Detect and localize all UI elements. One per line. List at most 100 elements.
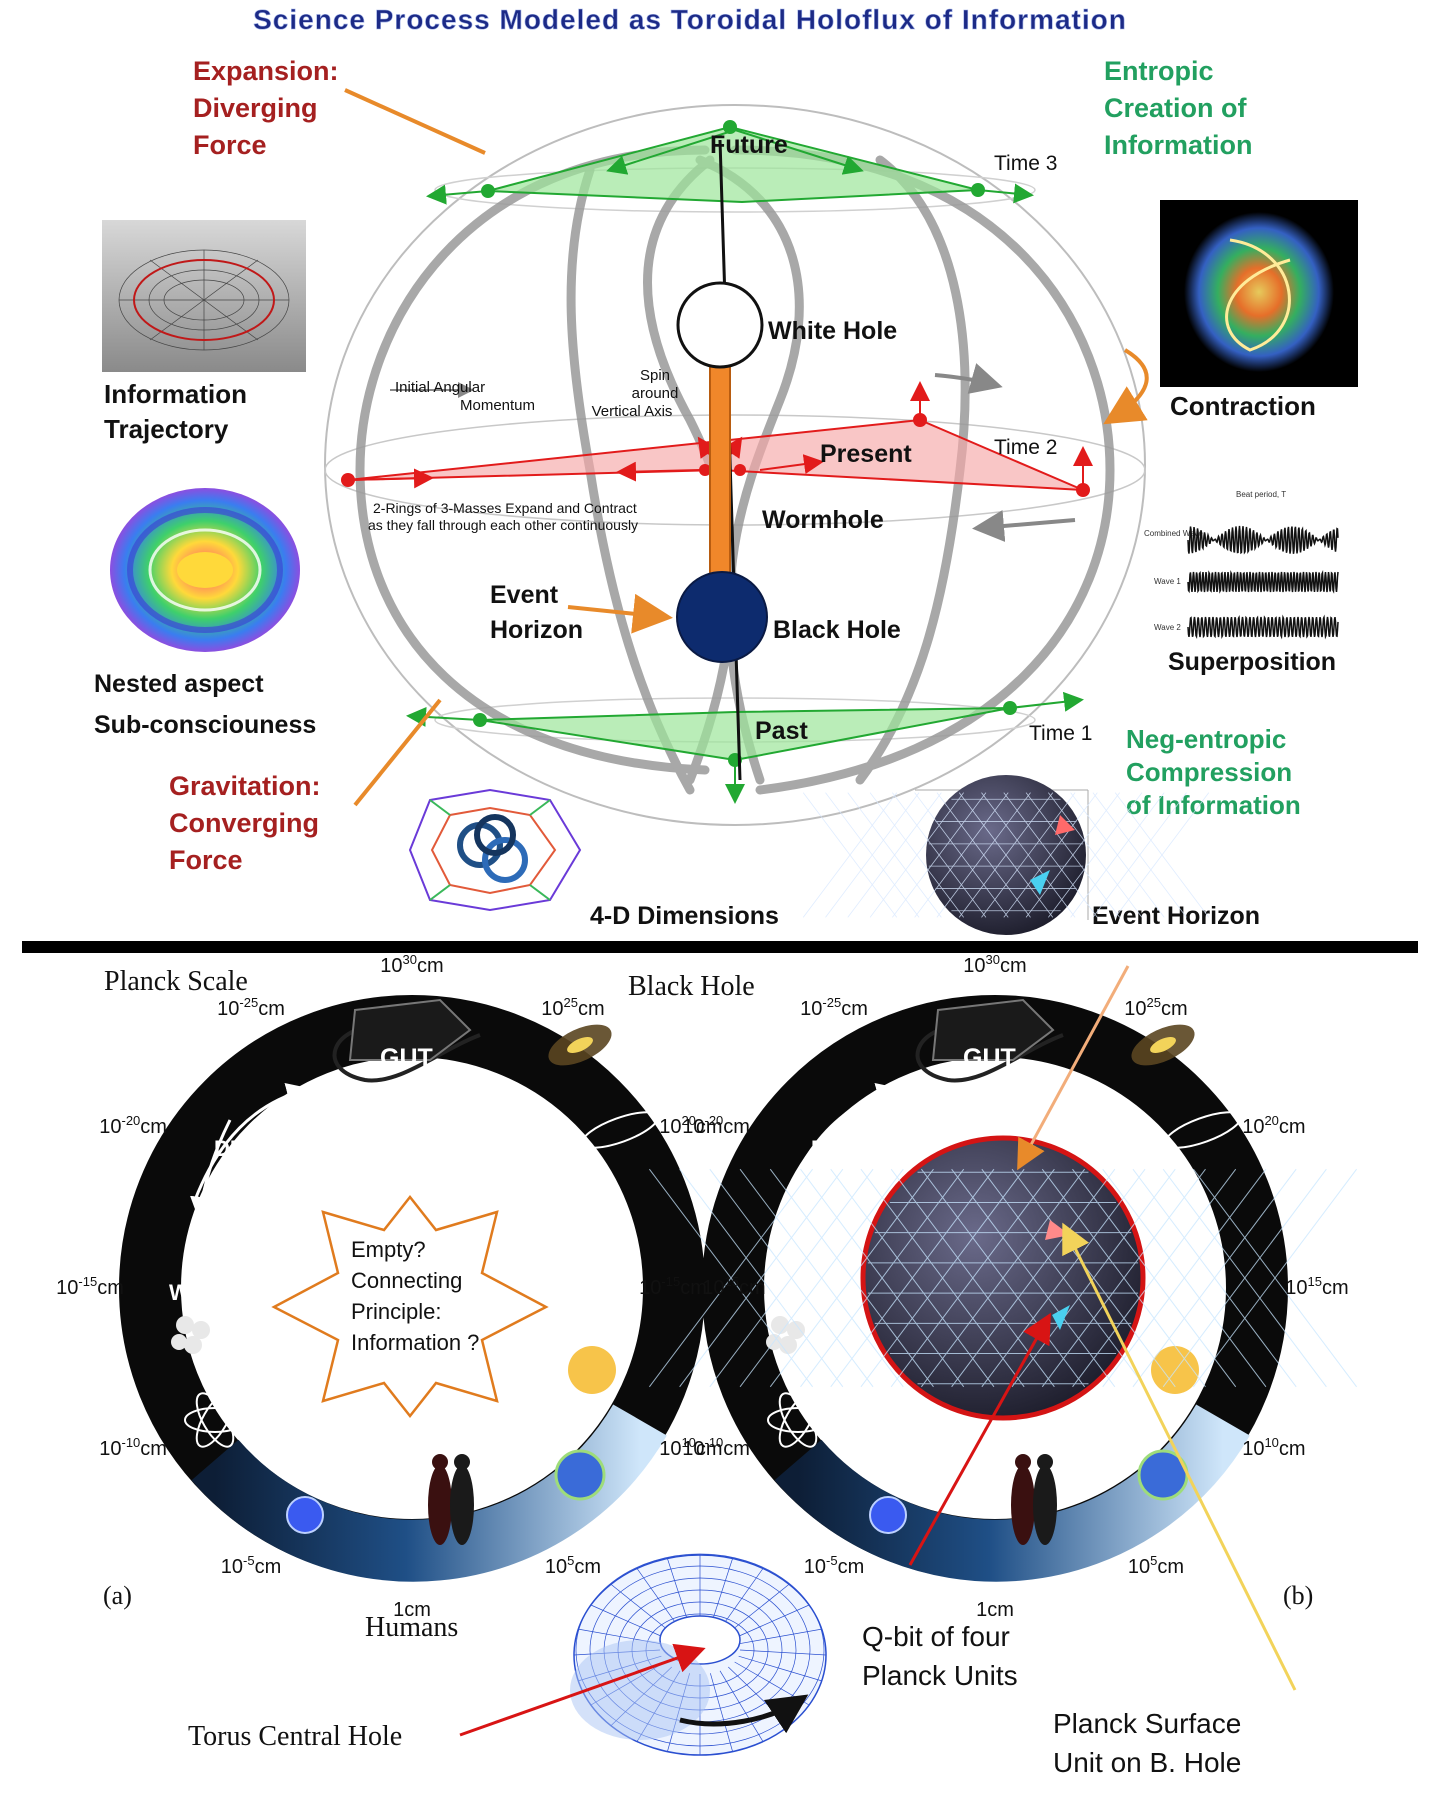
- torus-grid-spoke: [734, 1604, 810, 1639]
- gut-label-a: GUT: [380, 1044, 433, 1072]
- scale-label: 10-10cm: [682, 1435, 750, 1460]
- humans-label: Humans: [365, 1612, 458, 1643]
- info-trajectory-line-2: Trajectory: [104, 414, 229, 444]
- planck-surface-line-2: Unit on B. Hole: [1053, 1747, 1241, 1778]
- gravitation-line-1: Gravitation:: [169, 771, 321, 801]
- superposition-label: Superposition: [1168, 648, 1336, 676]
- qbit-line-1: Q-bit of four: [862, 1621, 1010, 1652]
- spin-line-2: around: [632, 385, 679, 402]
- geodesic-diagonal: [981, 1168, 1146, 1388]
- geodesic-diagonal: [892, 792, 987, 918]
- torus-grid-spoke: [738, 1655, 822, 1682]
- scale-label: 1010cm: [659, 1435, 722, 1460]
- four-d-image: [408, 788, 582, 912]
- geodesic-diagonal: [739, 1168, 904, 1388]
- planck-sphere: [649, 1135, 1357, 1421]
- scale-labels-a: 1030cm1025cm1020cm1015cm1010cm105cm1cm10…: [56, 952, 766, 1621]
- entropic-line-1: Entropic: [1104, 56, 1214, 86]
- entropic-line-2: Creation of: [1104, 93, 1248, 123]
- scale-label: 10-25cm: [800, 995, 868, 1020]
- geodesic-diagonal: [802, 792, 898, 918]
- time3-label: Time 3: [994, 152, 1057, 175]
- scale-label: 10-5cm: [221, 1553, 281, 1578]
- geodesic-diagonal: [1193, 1168, 1357, 1388]
- present-mass-center-2: [734, 464, 746, 476]
- outer-sphere: [324, 104, 1146, 826]
- panel-a-label: (a): [103, 1581, 132, 1610]
- torus-grid-spoke: [719, 1670, 764, 1742]
- geodesic-diagonal: [860, 1168, 1025, 1388]
- expansion-line-1: Expansion:: [193, 56, 339, 86]
- past-mass-left: [473, 713, 487, 727]
- neg-entropic-label: Neg-entropic Compression of Information: [1126, 724, 1301, 820]
- star-text: Empty? Connecting Principle: Information…: [351, 1237, 479, 1355]
- scale-label: 105cm: [545, 1553, 601, 1578]
- time2-label: Time 2: [994, 436, 1057, 459]
- geodesic-diagonal: [914, 792, 1009, 918]
- humans-figures-a: [428, 1454, 474, 1545]
- geodesic-diagonal: [679, 1168, 844, 1388]
- wave-1-path: [1187, 569, 1339, 594]
- geodesic-diagonal: [1070, 792, 1165, 918]
- present-label: Present: [820, 440, 912, 468]
- scale-label: 1025cm: [1124, 995, 1187, 1020]
- scale-label: 10-15cm: [639, 1274, 707, 1299]
- spin-label: Spin around Vertical Axis: [592, 367, 679, 420]
- scale-label: 10-25cm: [217, 995, 285, 1020]
- neg-entropic-line-2: Compression: [1126, 757, 1292, 787]
- nested-label: Nested aspect Sub-consciouness: [94, 670, 316, 739]
- spin-line-1: Spin: [640, 367, 670, 384]
- spin-line-3: Vertical Axis: [592, 403, 673, 420]
- torus-hole-label: Torus Central Hole: [188, 1721, 402, 1752]
- entropic-line-3: Information: [1104, 130, 1253, 160]
- geodesic-diagonal: [921, 1168, 1085, 1388]
- scale-label: 1020cm: [1242, 1113, 1305, 1138]
- contraction-image: [1160, 200, 1358, 387]
- superposition-waves: Beat period, T Combined Wave Wave 1 Wave…: [1144, 490, 1339, 640]
- past-plane: [479, 707, 1011, 762]
- past-label: Past: [755, 717, 808, 745]
- geodesic-diagonal: [1092, 792, 1187, 918]
- nested-torus-image: [110, 488, 300, 652]
- black-hole-label: Black Hole: [773, 616, 901, 644]
- rings-line-1: 2-Rings of 3-Masses Expand and Contract: [373, 500, 637, 516]
- expansion-line-2: Diverging: [193, 93, 318, 123]
- event-horizon-sphere-label: Event Horizon: [1092, 902, 1260, 930]
- torus-grid-spoke: [728, 1584, 790, 1634]
- geodesic-diagonal: [1102, 1168, 1267, 1388]
- cosmic-ring-b: GUT DM? W,Z: [702, 995, 1288, 1582]
- past-mass-right: [1003, 701, 1017, 715]
- qbit-label: Q-bit of four Planck Units: [862, 1621, 1018, 1691]
- info-trajectory-label: Information Trajectory: [104, 379, 247, 444]
- wave-label-1: Wave 1: [1154, 577, 1181, 586]
- rings-label: 2-Rings of 3-Masses Expand and Contract …: [368, 500, 638, 533]
- present-mass-center: [699, 464, 711, 476]
- geodesic-diagonal: [1162, 1168, 1327, 1388]
- torus-grid-spoke: [636, 1568, 681, 1630]
- geodesic-diagonal: [1011, 1168, 1176, 1388]
- black-hole-title: Black Hole: [628, 971, 755, 1002]
- future-plane-arrows: [426, 129, 1034, 205]
- cosmic-ring-a: GUT DM? W,Z: [119, 995, 705, 1582]
- scale-label: 10-20cm: [99, 1113, 167, 1138]
- torus-grid-spoke: [710, 1673, 733, 1752]
- scale-label: 1030cm: [963, 952, 1026, 977]
- expansion-line-3: Force: [193, 130, 267, 160]
- qbit-arrow: [908, 1312, 1051, 1566]
- four-d-label: 4-D Dimensions: [590, 902, 779, 930]
- geodesic-diagonal: [951, 1168, 1116, 1388]
- torus-grid-spoke: [590, 1604, 666, 1639]
- wz-label-a: W,Z: [169, 1280, 208, 1305]
- geodesic-diagonal: [1132, 1168, 1297, 1388]
- torus-grid-spoke: [719, 1568, 764, 1630]
- neg-entropic-line-3: of Information: [1126, 790, 1301, 820]
- planck-surface-line-1: Planck Surface: [1053, 1708, 1241, 1739]
- gravitation-line-3: Force: [169, 845, 243, 875]
- wave-label-combined: Combined Wave: [1144, 529, 1203, 538]
- scale-label: 1025cm: [541, 995, 604, 1020]
- nested-line-1: Nested aspect: [94, 670, 264, 698]
- scale-label: 1010cm: [1242, 1435, 1305, 1460]
- geodesic-diagonal: [800, 1168, 965, 1388]
- present-mass-left: [341, 473, 355, 487]
